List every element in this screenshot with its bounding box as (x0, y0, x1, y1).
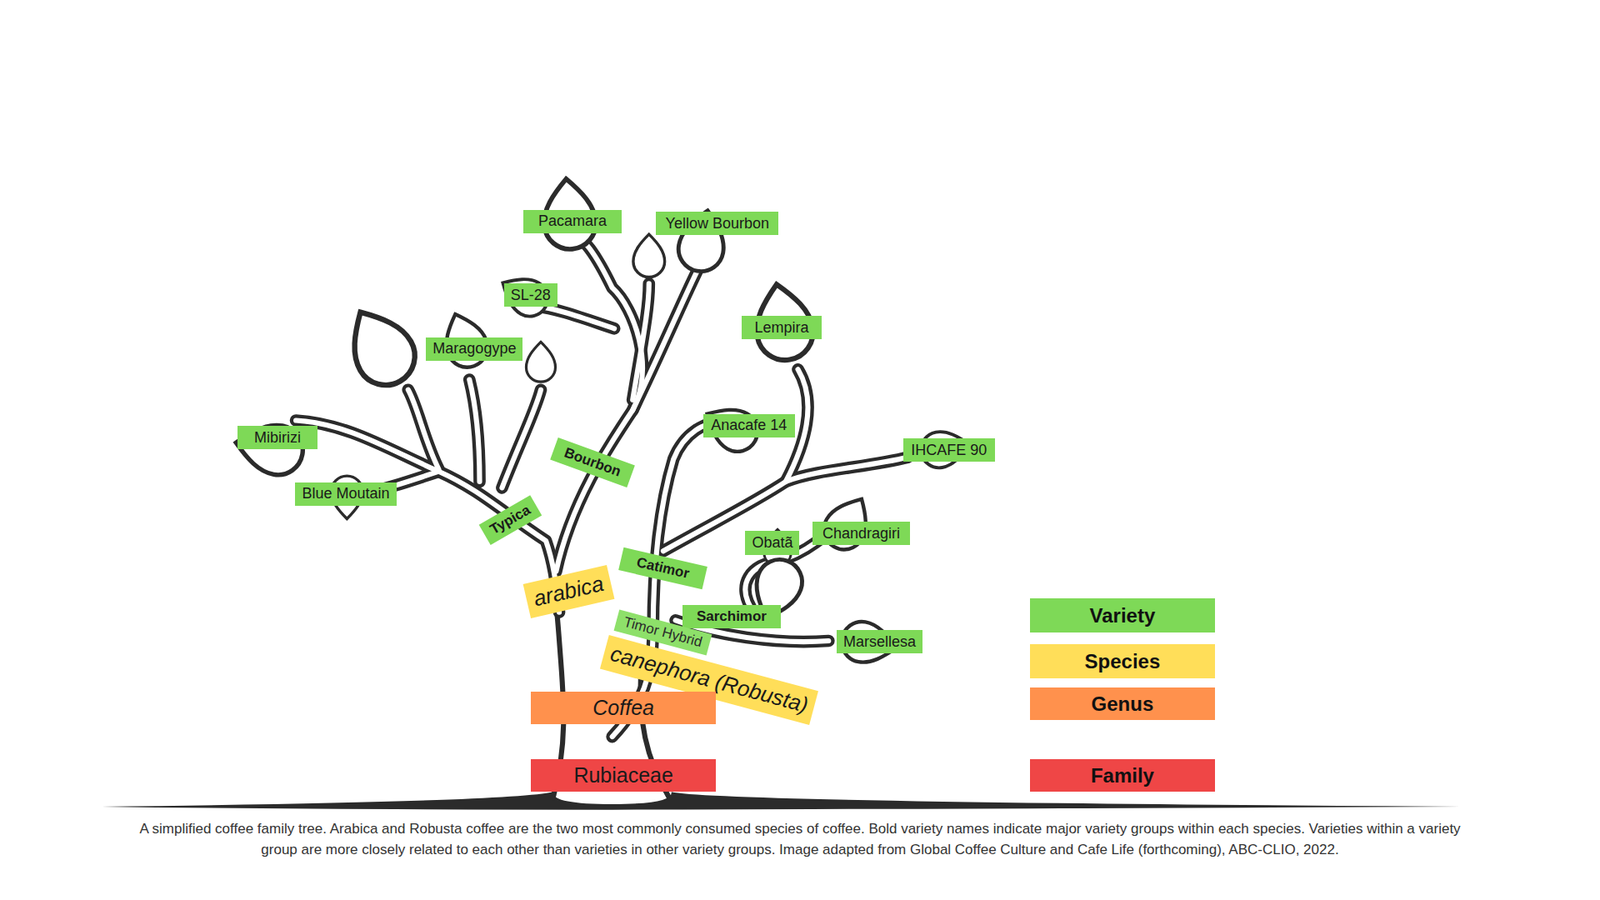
node-text: Yellow Bourbon (665, 215, 770, 233)
variety-label: Chandragiri (812, 521, 911, 545)
legend-swatch: Family (1030, 759, 1215, 792)
node-text: Maragogype (432, 340, 516, 358)
legend-swatch: Variety (1030, 598, 1215, 634)
variety-group-label: Sarchimor (682, 605, 781, 629)
variety-label: Maragogype (425, 337, 523, 361)
leaf (525, 341, 555, 382)
variety-group-label: Bourbon (550, 437, 636, 488)
legend-text: Family (1090, 764, 1155, 788)
variety-label: Yellow Bourbon (655, 211, 779, 235)
node-text: Sarchimor (696, 608, 767, 625)
variety-label: Lempira (741, 315, 822, 340)
node-text: Pacamara (538, 212, 607, 230)
caption: A simplified coffee family tree. Arabica… (133, 819, 1467, 860)
leaf (494, 267, 555, 324)
node-text: Rubiaceae (573, 763, 674, 788)
legend-text: Genus (1091, 692, 1155, 716)
node-text: Mibirizi (254, 429, 301, 447)
variety-label: IHCAFE 90 (903, 438, 995, 462)
legend-swatch: Genus (1030, 687, 1215, 720)
node-text: Lempira (754, 319, 809, 337)
node-text: Anacafe 14 (710, 416, 787, 435)
leaves (231, 176, 973, 668)
variety-label: SL-28 (504, 283, 558, 307)
ground-line (101, 791, 1461, 810)
variety-group-label: Typica (478, 495, 542, 546)
variety-label: Obatã (745, 530, 800, 555)
node-text: Obatã (751, 534, 793, 552)
family-label: Rubiaceae (530, 759, 716, 792)
leaf (749, 279, 818, 365)
legend-swatch: Species (1030, 644, 1215, 680)
node-text: IHCAFE 90 (910, 441, 987, 460)
node-text: Catimor (635, 554, 691, 582)
node-text: SL-28 (510, 286, 551, 305)
node-text: Bourbon (562, 444, 624, 480)
variety-label: Marsellesa (836, 630, 923, 654)
species-label: arabica (522, 565, 615, 619)
variety-label: Blue Moutain (295, 482, 397, 506)
variety-label: Anacafe 14 (703, 414, 795, 438)
variety-label: Pacamara (523, 210, 622, 234)
leaf (335, 297, 425, 396)
node-text: arabica (530, 571, 606, 612)
legend-text: Species (1085, 650, 1161, 674)
node-text: Blue Moutain (302, 485, 390, 503)
node-text: Chandragiri (822, 525, 900, 543)
leaf (633, 234, 665, 277)
node-text: Typica (487, 502, 534, 539)
node-text: Marsellesa (843, 633, 916, 651)
variety-group-label: Catimor (619, 547, 709, 590)
variety-label: Mibirizi (237, 425, 318, 450)
legend-text: Variety (1090, 604, 1156, 628)
genus-label: Coffea (530, 691, 716, 725)
node-text: Coffea (592, 695, 655, 720)
